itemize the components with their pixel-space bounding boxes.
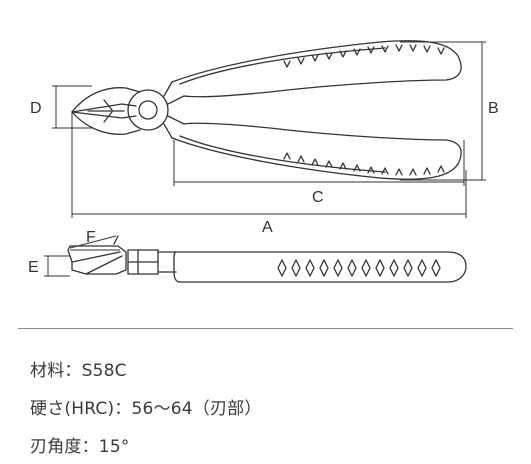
dimension-label-d: D bbox=[30, 100, 42, 117]
upper-handle bbox=[171, 40, 462, 98]
dimension-label-c: C bbox=[312, 189, 324, 206]
spec-material: 材料：S58C bbox=[30, 361, 127, 381]
nipper-technical-drawing: D B C A E F bbox=[28, 40, 499, 283]
pivot-joint bbox=[127, 89, 169, 131]
upper-jaw bbox=[71, 87, 141, 113]
section-divider bbox=[18, 328, 513, 329]
dimension-label-b: B bbox=[488, 100, 499, 117]
nipper-top-view bbox=[71, 40, 462, 180]
dimension-label-e: E bbox=[28, 259, 39, 276]
lower-jaw bbox=[71, 111, 141, 135]
side-handle bbox=[173, 251, 467, 283]
dimension-label-f: F bbox=[86, 229, 96, 246]
blade-tip bbox=[67, 245, 127, 275]
spec-hardness: 硬さ(HRC)：56〜64（刃部） bbox=[30, 399, 262, 419]
nipper-side-view bbox=[67, 235, 467, 283]
dimension-label-a: A bbox=[262, 219, 273, 236]
spec-blade-angle: 刃角度：15° bbox=[30, 437, 130, 457]
lower-handle bbox=[171, 122, 462, 180]
pivot-screw bbox=[138, 100, 158, 120]
